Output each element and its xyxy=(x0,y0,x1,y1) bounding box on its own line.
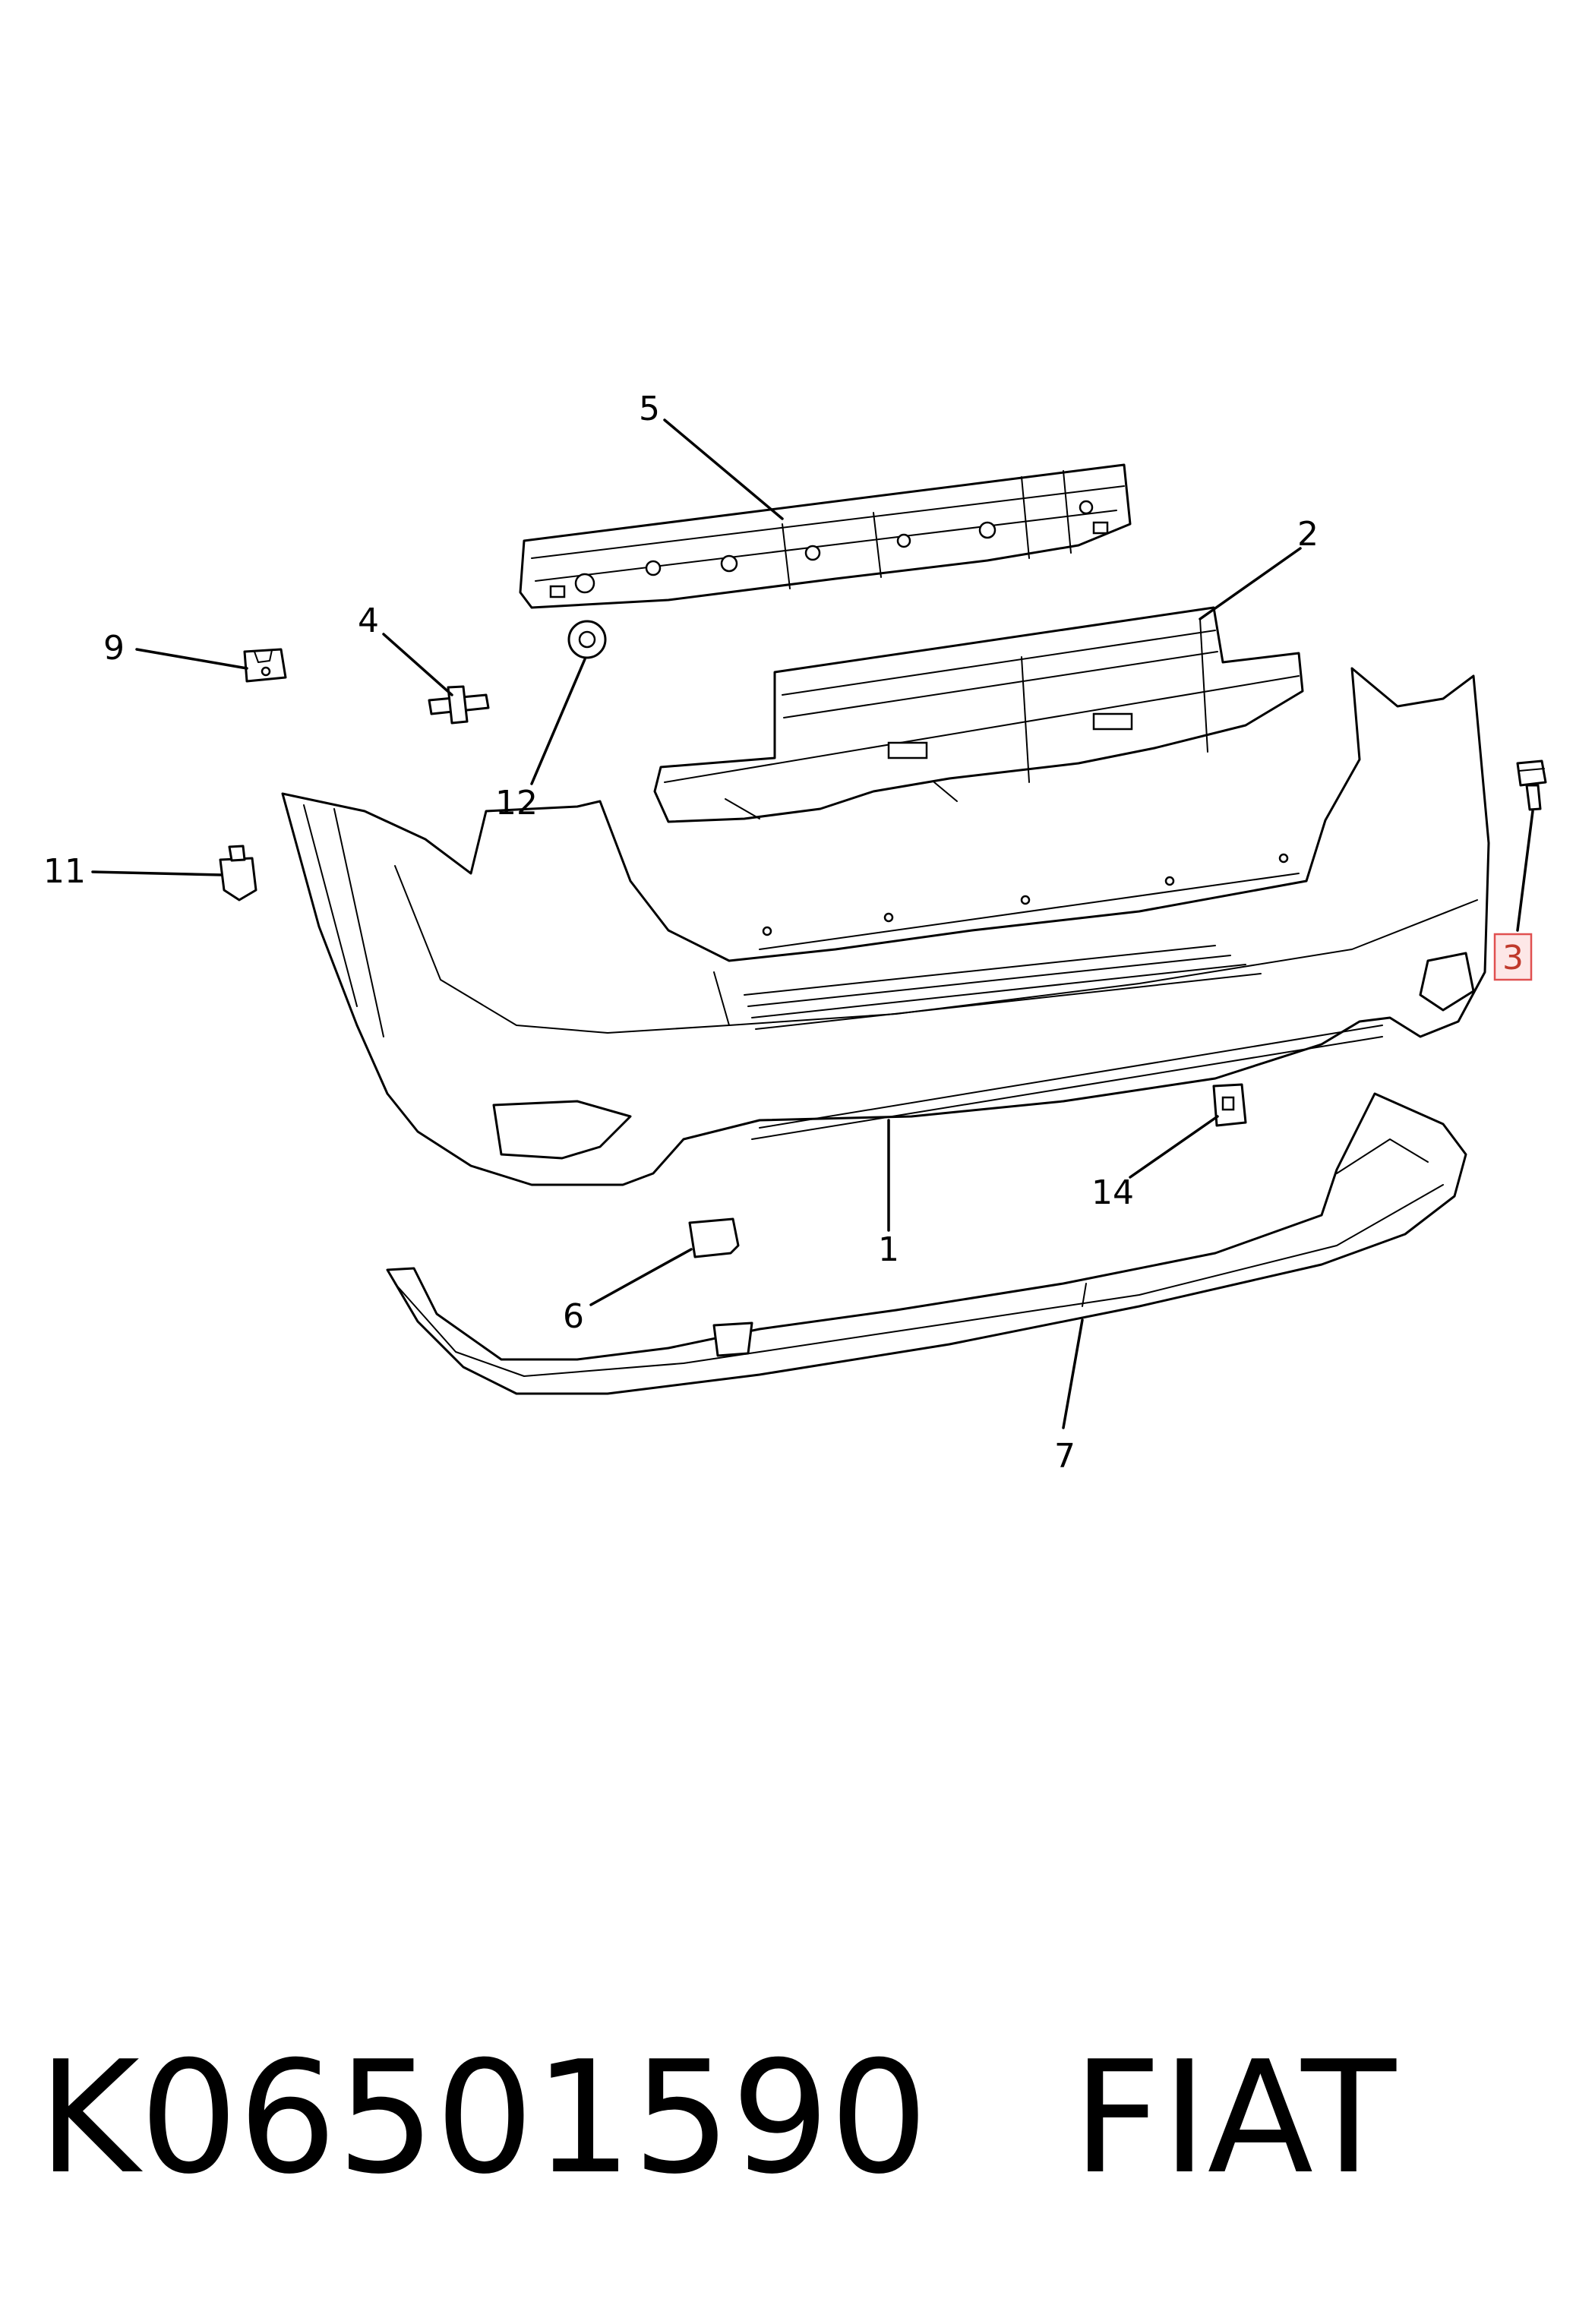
part-11-push-in-clip xyxy=(219,845,257,901)
brand-name: FIAT xyxy=(1072,2029,1396,2209)
leader-6 xyxy=(589,1248,693,1306)
leader-11 xyxy=(91,870,223,876)
part-12-grommet xyxy=(567,620,607,659)
callout-9: 9 xyxy=(103,629,125,668)
callout-7: 7 xyxy=(1054,1437,1075,1476)
part-7-lower-valance xyxy=(386,1092,1467,1395)
callout-3: 3 xyxy=(1502,939,1524,977)
part-1-bumper-fascia xyxy=(281,667,1490,1186)
leader-4 xyxy=(382,633,453,696)
part-14-bracket-clip xyxy=(1212,1083,1247,1127)
leader-2 xyxy=(1199,547,1302,620)
leader-5 xyxy=(663,418,784,520)
part-3-screw xyxy=(1516,759,1547,811)
leader-7 xyxy=(1062,1318,1084,1429)
callout-14: 14 xyxy=(1091,1173,1134,1212)
leader-9 xyxy=(135,648,248,670)
callout-11: 11 xyxy=(43,852,86,891)
part-4-pin-fastener xyxy=(428,685,490,725)
callout-3-highlight xyxy=(1493,933,1533,981)
callout-1: 1 xyxy=(878,1230,899,1269)
footer-caption: K06501590 FIAT xyxy=(38,2028,1396,2210)
callout-6: 6 xyxy=(563,1297,584,1336)
callout-2: 2 xyxy=(1297,515,1319,554)
part-2-energy-absorber xyxy=(653,606,1304,823)
callout-labels: 5 2 9 4 12 11 3 1 14 6 7 xyxy=(43,390,1533,1476)
callout-4: 4 xyxy=(358,602,379,640)
callout-12: 12 xyxy=(495,784,538,823)
leader-3 xyxy=(1516,810,1534,932)
part-number: K06501590 xyxy=(38,2029,929,2209)
part-6-cap xyxy=(688,1217,740,1258)
leader-14 xyxy=(1129,1115,1219,1179)
part-9-retainer-clip xyxy=(243,648,287,683)
leader-12 xyxy=(530,658,586,785)
part-5-reinforcement-beam xyxy=(519,463,1132,609)
callout-5: 5 xyxy=(639,390,660,428)
leader-lines xyxy=(91,418,1534,1429)
